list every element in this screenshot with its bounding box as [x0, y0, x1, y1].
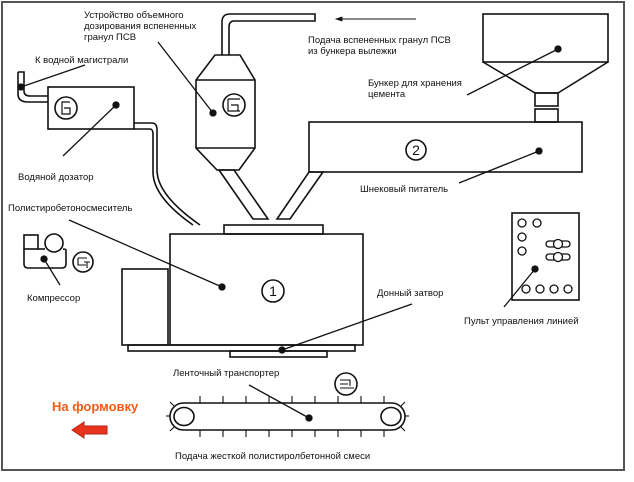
- to-molding-label: На формовку: [52, 399, 139, 414]
- mixer-label: Полистиробетоносмеситель: [8, 203, 133, 214]
- mixer-base: [127, 344, 356, 352]
- water-main-label: К водной магистрали: [35, 55, 129, 66]
- granule-feed-label-line: Подача вспененных гранул ПСВ: [308, 35, 451, 46]
- mixer-marker-circle: [261, 279, 285, 303]
- screw-feeder-chute: [275, 171, 325, 220]
- screw-feeder-marker: 2: [412, 142, 420, 158]
- water-main-pipe: [17, 71, 48, 103]
- mixer-motor: [121, 268, 169, 346]
- compressor-symbol: [72, 251, 94, 273]
- control-panel-label: Пульт управления линией: [464, 316, 579, 327]
- water-dispenser-label: Водяной дозатор: [18, 172, 94, 183]
- compressor-head: [44, 233, 64, 253]
- screw-feeder: [308, 121, 583, 173]
- dosing-device-label-line: дозирования вспененных: [84, 21, 197, 32]
- control-panel: [511, 212, 580, 301]
- conveyor-drum-right: [380, 406, 402, 427]
- compressor-tank: [23, 234, 39, 250]
- compressor-body: [23, 248, 67, 269]
- granule-feed-label: Подача вспененных гранул ПСВ из бункера …: [308, 35, 451, 57]
- mix-feed-label: Подача жесткой полистиролбетонной смеси: [175, 451, 371, 462]
- dosing-device-symbol: [222, 93, 246, 117]
- water-pipe: [134, 122, 201, 226]
- to-molding-arrow-icon: [71, 421, 108, 439]
- water-dispenser: [47, 86, 135, 130]
- mixer: [169, 233, 364, 346]
- dosing-device-label: Устройство объемного дозирования вспенен…: [84, 10, 196, 43]
- bottom-gate-label: Донный затвор: [377, 288, 444, 299]
- cement-bunker-label-line: Бункер для хранения: [368, 78, 462, 89]
- mixer-marker: 1: [269, 283, 277, 299]
- conveyor-drum-left: [173, 406, 195, 427]
- dosing-device: [195, 54, 256, 171]
- cement-bunker-label-line: цемента: [368, 89, 406, 100]
- cement-bunker: [482, 13, 609, 63]
- dosing-device-label-line: гранул ПСВ: [84, 32, 137, 43]
- screw-feeder-label: Шнековый питатель: [360, 184, 449, 195]
- dosing-device-label-line: Устройство объемного: [84, 10, 184, 21]
- mixer-top-hatch: [223, 224, 324, 235]
- diagram-frame: [1, 1, 625, 471]
- conveyor-symbol: [334, 372, 358, 396]
- dosing-chute: [217, 169, 270, 220]
- bottom-gate: [229, 350, 328, 358]
- water-dispenser-symbol: [54, 96, 78, 120]
- granule-feed-pipe: [221, 13, 316, 55]
- compressor-label: Компрессор: [27, 293, 81, 304]
- granule-feed-label-line: из бункера вылежки: [308, 46, 397, 57]
- belt-conveyor: [169, 402, 406, 431]
- screw-feeder-marker-circle: [405, 139, 427, 161]
- cement-bunker-label: Бункер для хранения цемента: [368, 78, 462, 100]
- belt-conveyor-label: Ленточный транспортер: [173, 368, 280, 379]
